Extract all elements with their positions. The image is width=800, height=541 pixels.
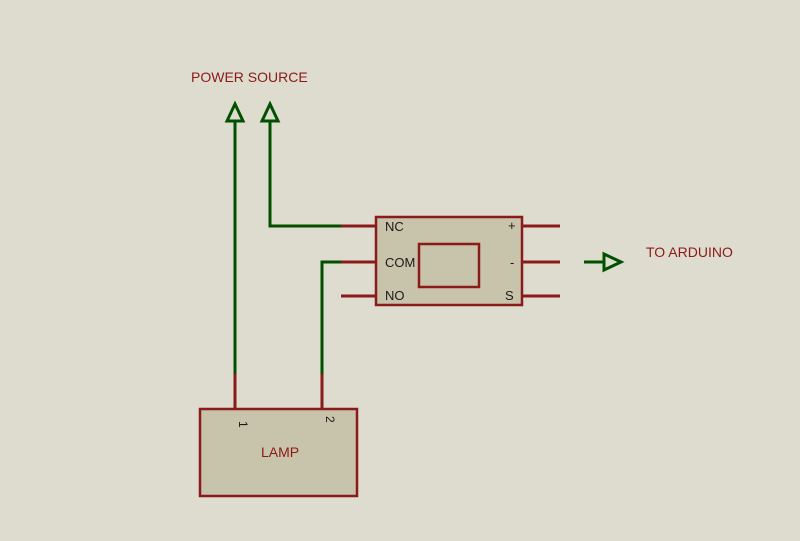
power-source-label: POWER SOURCE	[191, 69, 308, 85]
power-terminal-arrow-2	[259, 100, 281, 123]
relay-body	[374, 215, 524, 307]
lamp-label: LAMP	[261, 444, 299, 460]
relay-module: NC COM NO + - S	[341, 215, 560, 307]
wire-power-to-relay-nc	[268, 118, 342, 228]
power-terminal-arrow-1	[224, 100, 246, 123]
relay-pin-nc-label: NC	[385, 219, 404, 234]
wire-relay-com-to-lamp-pin2	[320, 260, 342, 375]
to-arduino-label: TO ARDUINO	[646, 244, 733, 260]
lamp-component: 1 2 LAMP	[198, 374, 359, 498]
relay-coil	[417, 242, 481, 289]
relay-pin-minus-label: -	[510, 255, 514, 270]
lamp-pin2-number: 2	[323, 416, 337, 423]
relay-pin-signal-label: S	[505, 288, 514, 303]
relay-pin-no-label: NO	[385, 288, 405, 303]
relay-pin-plus-label: +	[508, 218, 516, 233]
lamp-pin1-number: 1	[236, 421, 250, 428]
lamp-body	[198, 407, 359, 498]
relay-pin-com-label: COM	[385, 255, 415, 270]
arduino-terminal-arrow	[602, 251, 625, 273]
